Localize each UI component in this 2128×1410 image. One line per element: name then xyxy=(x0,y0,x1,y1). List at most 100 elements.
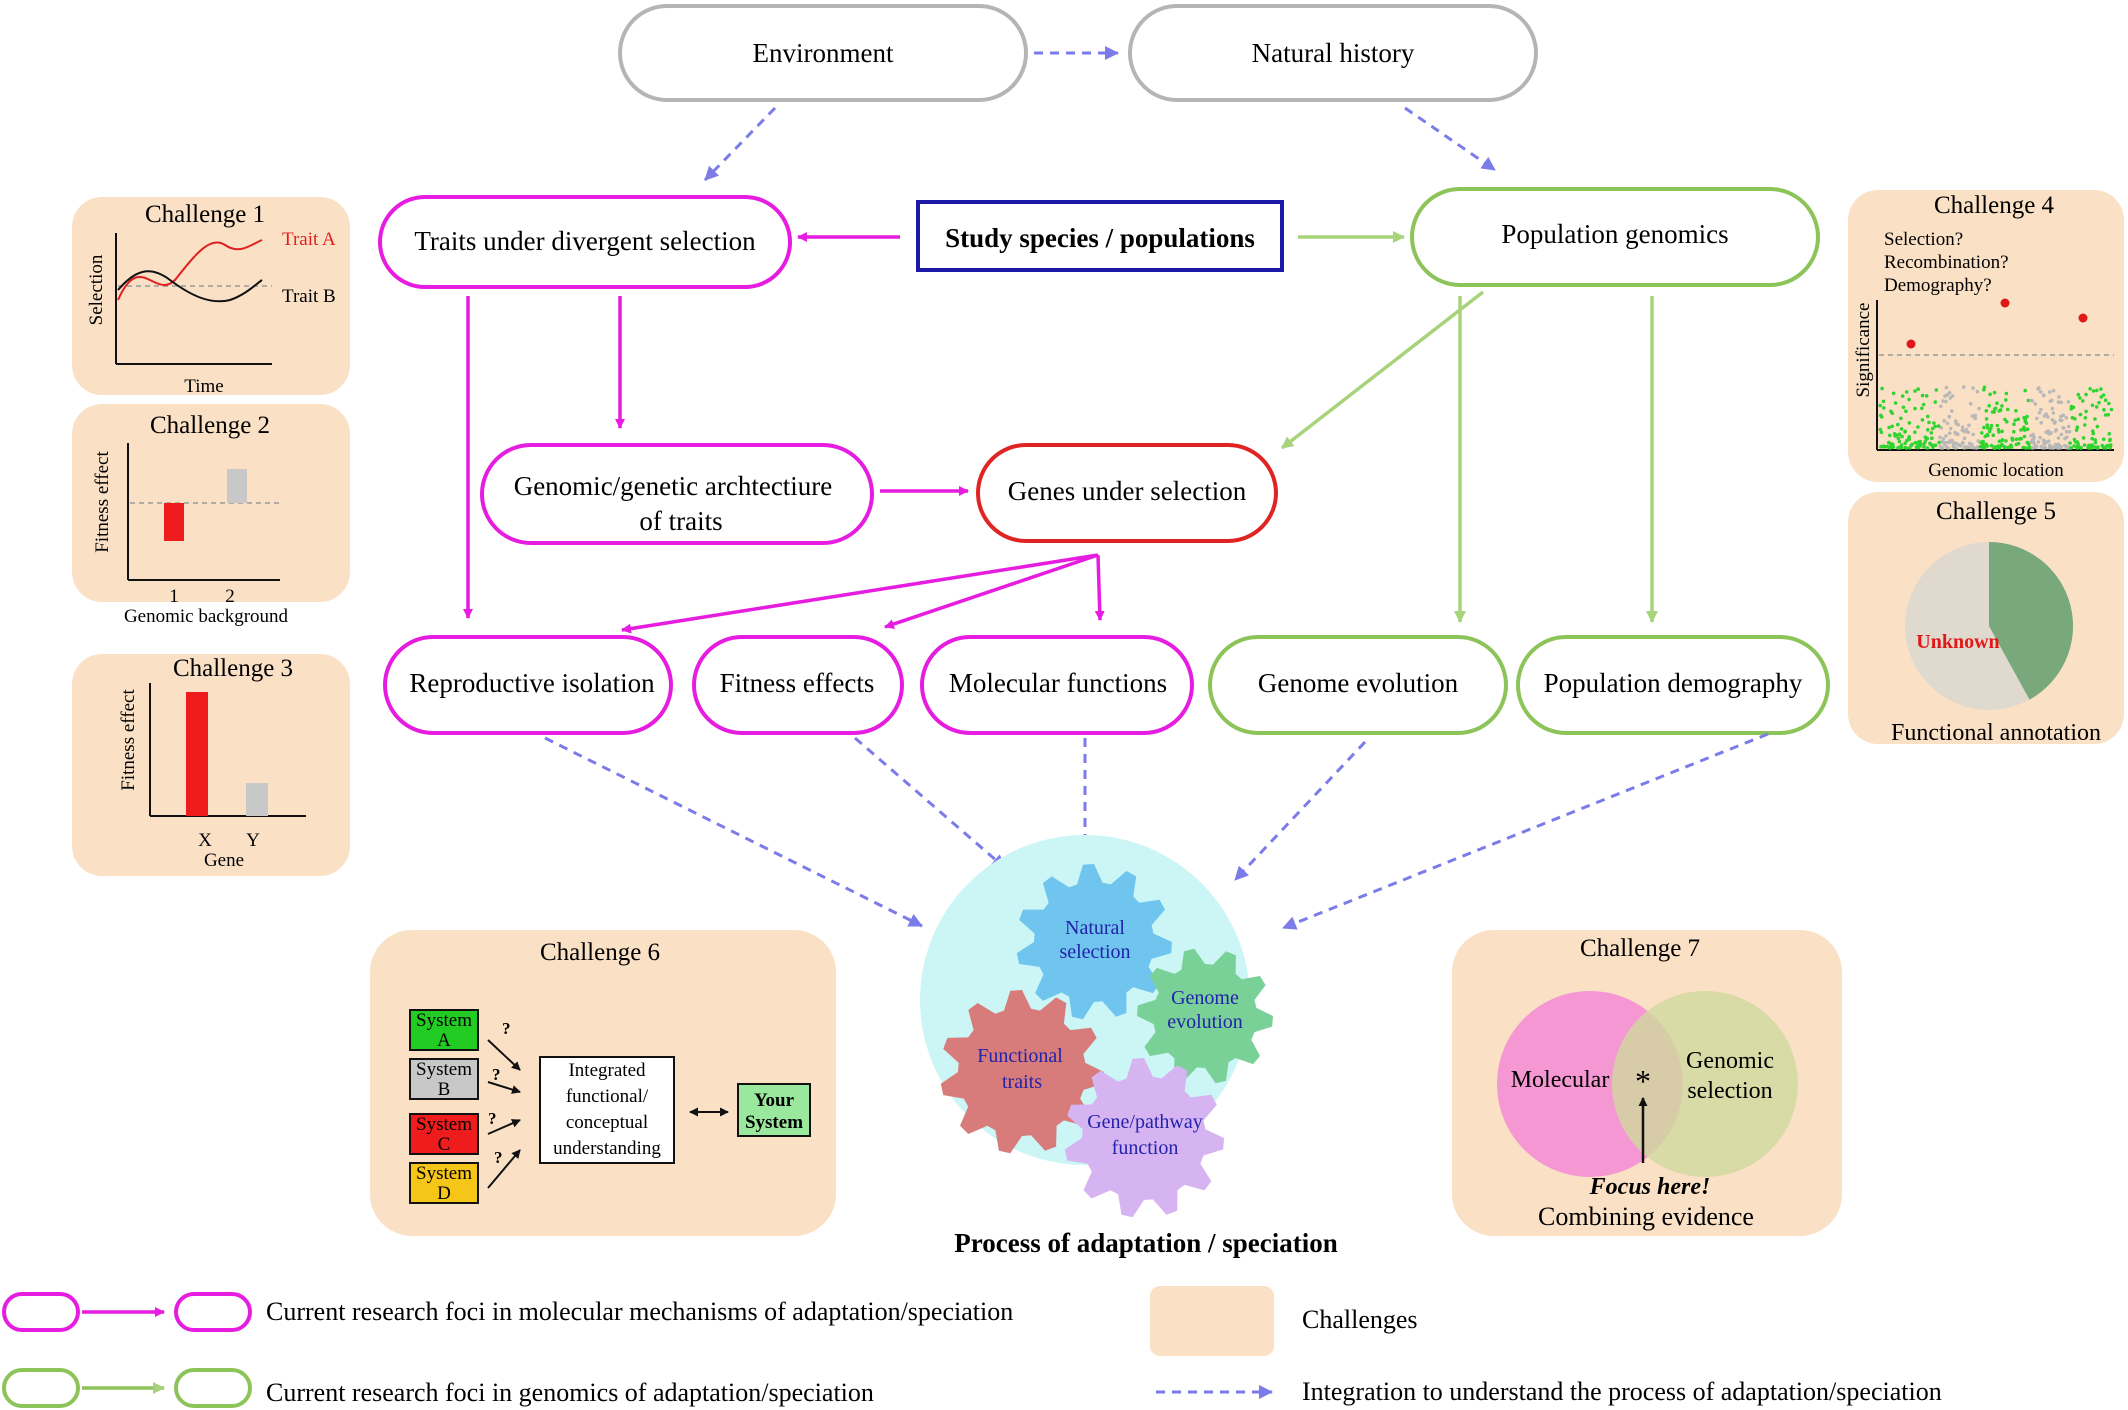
challenge-4-point xyxy=(2032,445,2037,450)
challenge-4-point xyxy=(1962,436,1967,441)
challenge-4-point xyxy=(2078,396,2082,400)
challenge-4-title: Challenge 4 xyxy=(1934,192,2055,219)
challenge-4-point xyxy=(1903,441,1907,446)
challenge-4-point xyxy=(1967,423,1971,428)
challenge-4-point xyxy=(1971,432,1975,437)
integrated-label-4: understanding xyxy=(553,1138,661,1159)
challenge-4-point xyxy=(2024,421,2029,426)
challenge-2-ylabel: Fitness effect xyxy=(92,451,113,553)
architecture-label-1: Genomic/genetic archtectiure xyxy=(514,471,833,501)
challenge-4-point xyxy=(1948,440,1953,444)
challenge-4-point xyxy=(1944,434,1948,438)
challenge-4-point xyxy=(2065,445,2069,450)
challenge-4-point xyxy=(2093,440,2098,445)
challenge-4-point xyxy=(1957,443,1961,448)
gear-functional-label-2: traits xyxy=(1002,1071,1042,1093)
challenge-4-point xyxy=(1925,446,1930,450)
legend-challenges: Challenges xyxy=(1150,1286,1418,1356)
system-c-box xyxy=(409,1113,479,1155)
challenge-4-outlier xyxy=(1906,339,1916,349)
gear-natural-label-2: selection xyxy=(1059,941,1130,963)
challenge-4-outlier xyxy=(2000,298,2010,308)
architecture-label-2: of traits xyxy=(639,506,722,536)
challenge-4-point xyxy=(1965,445,1970,450)
challenge-4-point xyxy=(1963,429,1967,434)
challenge-4-point xyxy=(2039,421,2043,425)
challenge-7-molecular: Molecular xyxy=(1511,1067,1610,1093)
challenge-4-point xyxy=(1933,400,1938,404)
challenge-4-point xyxy=(2075,425,2080,430)
system-b-label-1: System xyxy=(416,1059,472,1080)
challenge-4-point xyxy=(1984,417,1989,421)
population-demography-label: Population demography xyxy=(1544,668,1803,698)
study-species-label: Study species / populations xyxy=(945,223,1255,253)
challenge-4-point xyxy=(1920,418,1925,422)
challenge-4-point xyxy=(2087,446,2092,450)
challenge-4-point xyxy=(2038,390,2043,394)
challenge-4-point xyxy=(2102,408,2106,412)
challenge-4-point xyxy=(1899,427,1904,431)
challenge-4-point xyxy=(2031,440,2036,444)
challenge-4-point xyxy=(2078,412,2083,417)
challenge-4-point xyxy=(2059,400,2064,405)
challenge-4-point xyxy=(2090,403,2095,408)
challenge-4-point xyxy=(1970,414,1975,418)
challenge-7-genomic-1: Genomic xyxy=(1686,1048,1774,1074)
challenge-4-point xyxy=(1887,440,1891,445)
challenge-4-point xyxy=(2054,428,2058,432)
legend-magenta-label: Current research foci in molecular mecha… xyxy=(266,1297,1013,1326)
challenge-4-point xyxy=(2046,415,2050,419)
challenge-4-point xyxy=(1989,427,1993,431)
challenge-4-q3: Demography? xyxy=(1884,275,1992,296)
process-caption: Process of adaptation / speciation xyxy=(954,1228,1338,1258)
integrated-label-3: conceptual xyxy=(566,1112,648,1133)
challenge-4-point xyxy=(1924,394,1929,398)
magenta-arrows xyxy=(463,296,1105,634)
challenge-4-point xyxy=(2016,417,2021,422)
challenge-4-panel: Challenge 4 Selection? Recombination? De… xyxy=(1848,190,2124,482)
challenge-4-point xyxy=(2108,437,2112,442)
challenge-7-focus: Focus here! xyxy=(1589,1174,1711,1200)
challenge-2-panel: Challenge 2 1 2 Genomic background Fitne… xyxy=(72,404,350,627)
challenge-4-point xyxy=(2042,393,2046,398)
challenge-4-q2: Recombination? xyxy=(1884,252,2009,273)
challenge-4-point xyxy=(1948,396,1953,400)
challenge-4-point xyxy=(1963,445,1967,449)
your-system-label-1: Your xyxy=(754,1090,795,1111)
challenge-4-point xyxy=(2014,437,2019,442)
challenge-4-point xyxy=(2000,429,2004,434)
challenge-4-point xyxy=(2048,431,2052,436)
challenge-4-point xyxy=(2021,445,2026,450)
challenge-4-point xyxy=(1903,430,1907,434)
challenge-4-point xyxy=(1985,432,1990,437)
challenge-4-point xyxy=(1970,442,1974,447)
challenge-4-point xyxy=(2054,445,2059,450)
population-genomics-label: Population genomics xyxy=(1501,219,1728,249)
challenge-4-point xyxy=(1946,446,1950,450)
challenge-4-point xyxy=(1982,425,1986,430)
gene-pathway-gear xyxy=(1064,1058,1224,1218)
challenge-6-question-3: ? xyxy=(488,1109,497,1128)
system-a-label-1: System xyxy=(416,1010,472,1031)
challenge-4-point xyxy=(1998,408,2003,412)
process-circle: Natural selection Genome evolution Funct… xyxy=(920,835,1273,1218)
challenge-4-point xyxy=(1940,440,1944,444)
challenge-4-point xyxy=(2068,441,2072,445)
challenge-4-point xyxy=(1916,443,1920,448)
challenge-3-title: Challenge 3 xyxy=(173,655,293,682)
challenge-4-point xyxy=(2048,399,2053,404)
natural-history-node: Natural history xyxy=(1128,4,1538,102)
challenge-4-point xyxy=(1878,427,1883,432)
challenge-4-point xyxy=(1945,421,1950,426)
challenge-4-point xyxy=(1987,429,1992,434)
challenge-4-point xyxy=(2103,413,2108,417)
challenge-4-point xyxy=(1940,446,1945,450)
challenge-4-point xyxy=(2014,409,2018,413)
challenge-4-point xyxy=(2029,398,2033,403)
challenge-4-point xyxy=(2107,401,2111,406)
challenge-4-point xyxy=(1980,431,1984,435)
challenge-4-xlabel: Genomic location xyxy=(1928,460,2064,481)
challenge-4-point xyxy=(1920,406,1924,411)
challenge-5-panel: Challenge 5 Unknown Functional annotatio… xyxy=(1848,492,2124,746)
fitness-effects-node: Fitness effects xyxy=(692,635,904,735)
